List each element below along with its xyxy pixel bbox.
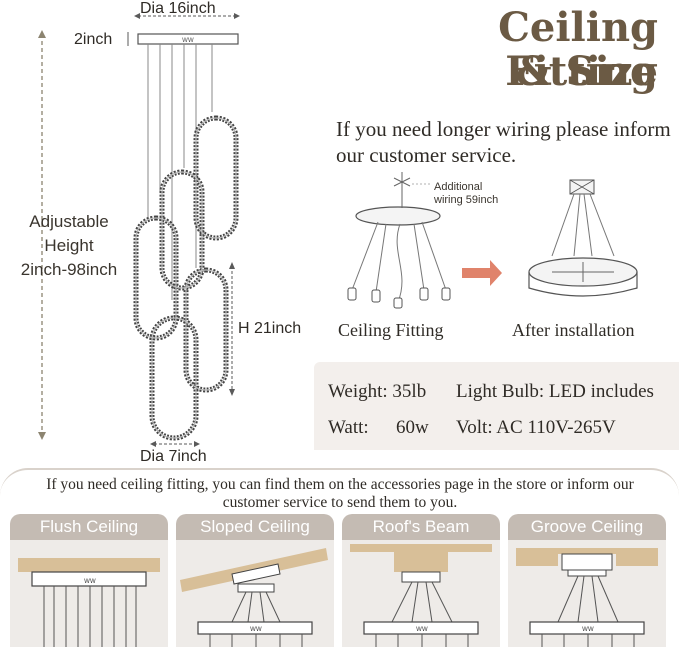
specs-box: Weight: 35lb Light Bulb: LED includes Wa… [314,362,679,450]
wiring-note-line-2: wiring 59inch [434,194,499,206]
adjustable-height-label: Adjustable Height 2inch-98inch [4,210,134,282]
card-label: Flush Ceiling [10,514,168,540]
card-label: Groove Ceiling [508,514,666,540]
ring-height-label: H 21inch [238,320,302,337]
caption-after-installation: After installation [512,320,635,340]
canopy-height-label: 2inch [74,31,113,48]
spec-watt-value: 60w [396,417,429,438]
svg-text:WW: WW [582,626,594,633]
wiring-note: Additional wiring 59inch [434,181,498,207]
chandelier-illustration: WW [38,13,240,447]
wiring-note-line-1: Additional [434,181,483,193]
spec-watt-label: Watt: [328,417,369,438]
adjustable-line-1: Adjustable [29,212,109,231]
adjustable-line-2: Height [44,236,94,255]
spec-light-bulb: Light Bulb: LED includes [456,381,654,402]
card-label: Roof's Beam [342,514,500,540]
svg-text:WW: WW [84,578,96,585]
card-roofs-beam: Roof's Beam WW [342,514,500,647]
adjustable-line-3: 2inch-98inch [20,260,118,279]
svg-text:WW: WW [182,37,194,44]
installation-sketch [347,172,638,309]
svg-text:WW: WW [250,626,262,633]
title-line-1: Ceiling Fitting [498,4,658,95]
card-label: Sloped Ceiling [176,514,334,540]
dia-bottom-label: Dia 7inch [140,448,207,465]
accessories-note: If you need ceiling fitting, you can fin… [46,476,634,511]
card-groove-ceiling: Groove Ceiling WW [508,514,666,647]
card-sloped-ceiling: Sloped Ceiling WW [176,514,334,647]
dia-top-label: Dia 16inch [140,0,216,17]
title-line-2: & Size [515,48,658,95]
svg-text:WW: WW [416,626,428,633]
spec-weight: Weight: 35lb [328,381,427,402]
spec-volt: Volt: AC 110V-265V [456,417,616,438]
caption-ceiling-fitting: Ceiling Fitting [338,320,444,340]
wiring-notice: If you need longer wiring please inform … [336,117,671,167]
card-flush-ceiling: Flush Ceiling WW [10,514,168,647]
